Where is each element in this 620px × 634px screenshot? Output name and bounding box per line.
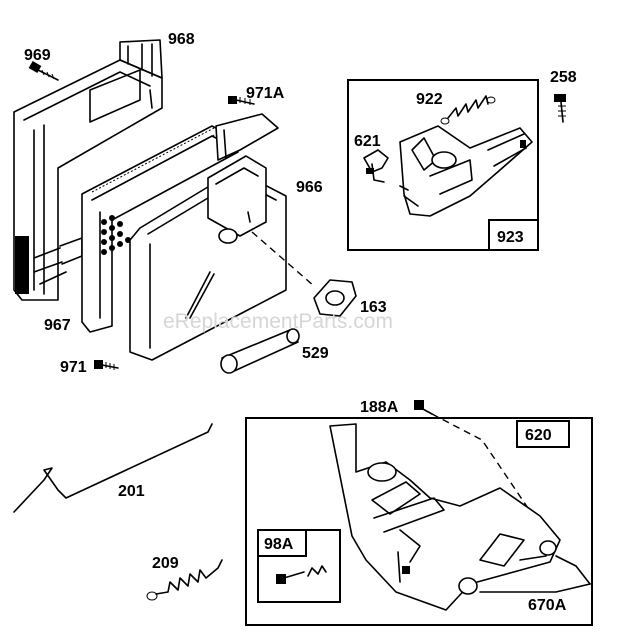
label-258: 258 [550,69,577,86]
box-923 [347,79,539,251]
label-163: 163 [360,299,387,316]
air-cleaner-base-968 [13,39,163,301]
label-922: 922 [416,91,443,108]
screw-969 [28,61,59,81]
label-209: 209 [152,555,179,572]
box-620 [245,417,593,626]
air-cleaner-cover-966 [129,113,287,361]
label-971A: 971A [246,85,285,102]
lever-621 [363,149,389,183]
label-923: 923 [497,229,524,246]
label-201: 201 [118,483,145,500]
gasket-163 [251,231,357,317]
screw-188A [414,400,549,539]
label-967: 967 [44,317,71,334]
spring-209 [146,559,223,601]
control-bracket-923 [399,125,533,217]
label-620: 620 [525,427,552,444]
label-188A: 188A [360,399,399,416]
box-98A-label-frame [257,529,307,557]
screw-258 [554,94,566,123]
label-529: 529 [302,345,329,362]
label-969: 969 [24,47,51,64]
label-670A: 670A [528,597,567,614]
label-966: 966 [296,179,323,196]
label-98A: 98A [264,536,294,553]
label-621: 621 [354,133,381,150]
label-971: 971 [60,359,87,376]
box-923-label-frame [488,219,539,251]
screw-98A [276,565,327,584]
watermark-text: eReplacementParts.com [163,310,393,333]
screw-971 [94,360,119,370]
filter-element-967 [81,125,239,333]
box-620-label-frame [516,420,570,448]
spring-922 [440,95,496,125]
screw-971A [228,96,255,105]
governor-link-201 [13,423,213,513]
breather-tube-529 [220,328,300,374]
label-968: 968 [168,31,195,48]
control-bracket-assembly-620 [329,423,591,611]
